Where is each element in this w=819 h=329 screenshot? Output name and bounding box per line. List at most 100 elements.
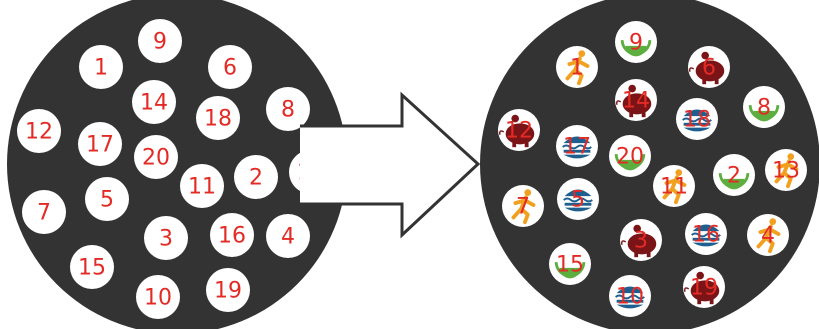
- before-token-circle: [206, 268, 250, 312]
- after-token-label: 20: [616, 145, 644, 170]
- before-token-17: 17: [78, 122, 122, 166]
- before-token-12: 12: [17, 109, 61, 153]
- before-token-label: 19: [214, 279, 242, 304]
- after-token-label: 16: [692, 223, 720, 248]
- after-token-8: 8: [743, 86, 785, 128]
- after-token-13: 13: [765, 149, 807, 191]
- before-token-label: 9: [153, 30, 167, 55]
- piggy-bank-icon: [499, 114, 535, 148]
- runner-icon: [662, 169, 687, 205]
- green-cup-icon: [554, 262, 586, 279]
- before-token-9: 9: [138, 19, 182, 63]
- after-token-circle: [615, 21, 657, 63]
- green-cup-icon: [748, 105, 780, 122]
- before-token-label: 4: [281, 225, 295, 250]
- before-token-circle: [180, 164, 224, 208]
- before-token-10: 10: [136, 275, 180, 319]
- burger-icon: [615, 286, 645, 309]
- before-token-15: 15: [70, 245, 114, 289]
- after-token-label: 10: [616, 285, 644, 310]
- after-token-label: 7: [516, 195, 530, 220]
- before-token-label: 7: [37, 201, 51, 226]
- after-token-label: 1: [570, 56, 584, 81]
- before-token-label: 17: [86, 133, 114, 158]
- after-token-label: 9: [629, 31, 643, 56]
- before-token-label: 15: [78, 256, 106, 281]
- before-token-18: 18: [196, 96, 240, 140]
- burger-icon: [562, 136, 592, 159]
- runner-icon: [511, 189, 536, 225]
- after-token-14: 14: [615, 79, 657, 121]
- before-token-circle: [78, 122, 122, 166]
- after-token-circle: [549, 243, 591, 285]
- before-token-5: 5: [85, 177, 129, 221]
- before-token-circle: [79, 45, 123, 89]
- before-token-3: 3: [144, 216, 188, 260]
- after-token-label: 15: [556, 253, 584, 278]
- after-token-label: 11: [660, 175, 688, 200]
- before-token-circle: [22, 190, 66, 234]
- before-token-circle: [210, 213, 254, 257]
- before-token-circle: [136, 275, 180, 319]
- after-token-label: 18: [683, 108, 711, 133]
- burger-icon: [682, 109, 712, 132]
- piggy-bank-icon: [621, 224, 657, 258]
- burger-icon: [691, 224, 721, 247]
- after-token-label: 13: [772, 159, 800, 184]
- before-token-label: 18: [204, 107, 232, 132]
- before-token-circle: [196, 96, 240, 140]
- runner-icon: [774, 153, 799, 189]
- after-token-label: 19: [690, 276, 718, 301]
- after-token-16: 16: [685, 213, 727, 255]
- green-cup-icon: [620, 40, 652, 57]
- before-token-label: 12: [25, 120, 53, 145]
- before-token-circle: [17, 109, 61, 153]
- before-token-circle: [266, 87, 310, 131]
- after-token-label: 12: [505, 119, 533, 144]
- before-token-label: 20: [142, 146, 170, 171]
- after-token-7: 7: [502, 185, 544, 227]
- green-cup-icon: [718, 173, 750, 190]
- after-token-label: 6: [702, 56, 716, 81]
- after-token-label: 14: [622, 89, 650, 114]
- before-token-label: 2: [249, 166, 263, 191]
- after-token-circle: [609, 135, 651, 177]
- after-token-6: 6: [688, 46, 730, 88]
- after-token-9: 9: [615, 21, 657, 63]
- after-token-11: 11: [653, 165, 695, 207]
- before-token-circle: [70, 245, 114, 289]
- after-token-18: 18: [676, 98, 718, 140]
- after-token-15: 15: [549, 243, 591, 285]
- before-token-8: 8: [266, 87, 310, 131]
- runner-icon: [756, 218, 781, 254]
- before-token-circle: [144, 216, 188, 260]
- before-token-6: 6: [208, 45, 252, 89]
- before-token-circle: [208, 45, 252, 89]
- before-token-label: 1: [94, 56, 108, 81]
- before-token-label: 8: [281, 98, 295, 123]
- before-token-label: 11: [188, 175, 216, 200]
- before-token-circle: [266, 214, 310, 258]
- after-token-20: 20: [609, 135, 651, 177]
- before-token-19: 19: [206, 268, 250, 312]
- before-token-label: 10: [144, 286, 172, 311]
- before-token-circle: [132, 80, 176, 124]
- green-cup-icon: [614, 154, 646, 171]
- after-token-17: 17: [556, 125, 598, 167]
- before-token-16: 16: [210, 213, 254, 257]
- before-token-1: 1: [79, 45, 123, 89]
- before-token-label: 16: [218, 224, 246, 249]
- before-token-4: 4: [266, 214, 310, 258]
- after-token-label: 2: [727, 164, 741, 189]
- before-token-circle: [138, 19, 182, 63]
- piggy-bank-icon: [684, 271, 720, 305]
- before-token-circle: [134, 135, 178, 179]
- before-token-circle: [234, 155, 278, 199]
- after-token-12: 12: [498, 109, 540, 151]
- before-token-14: 14: [132, 80, 176, 124]
